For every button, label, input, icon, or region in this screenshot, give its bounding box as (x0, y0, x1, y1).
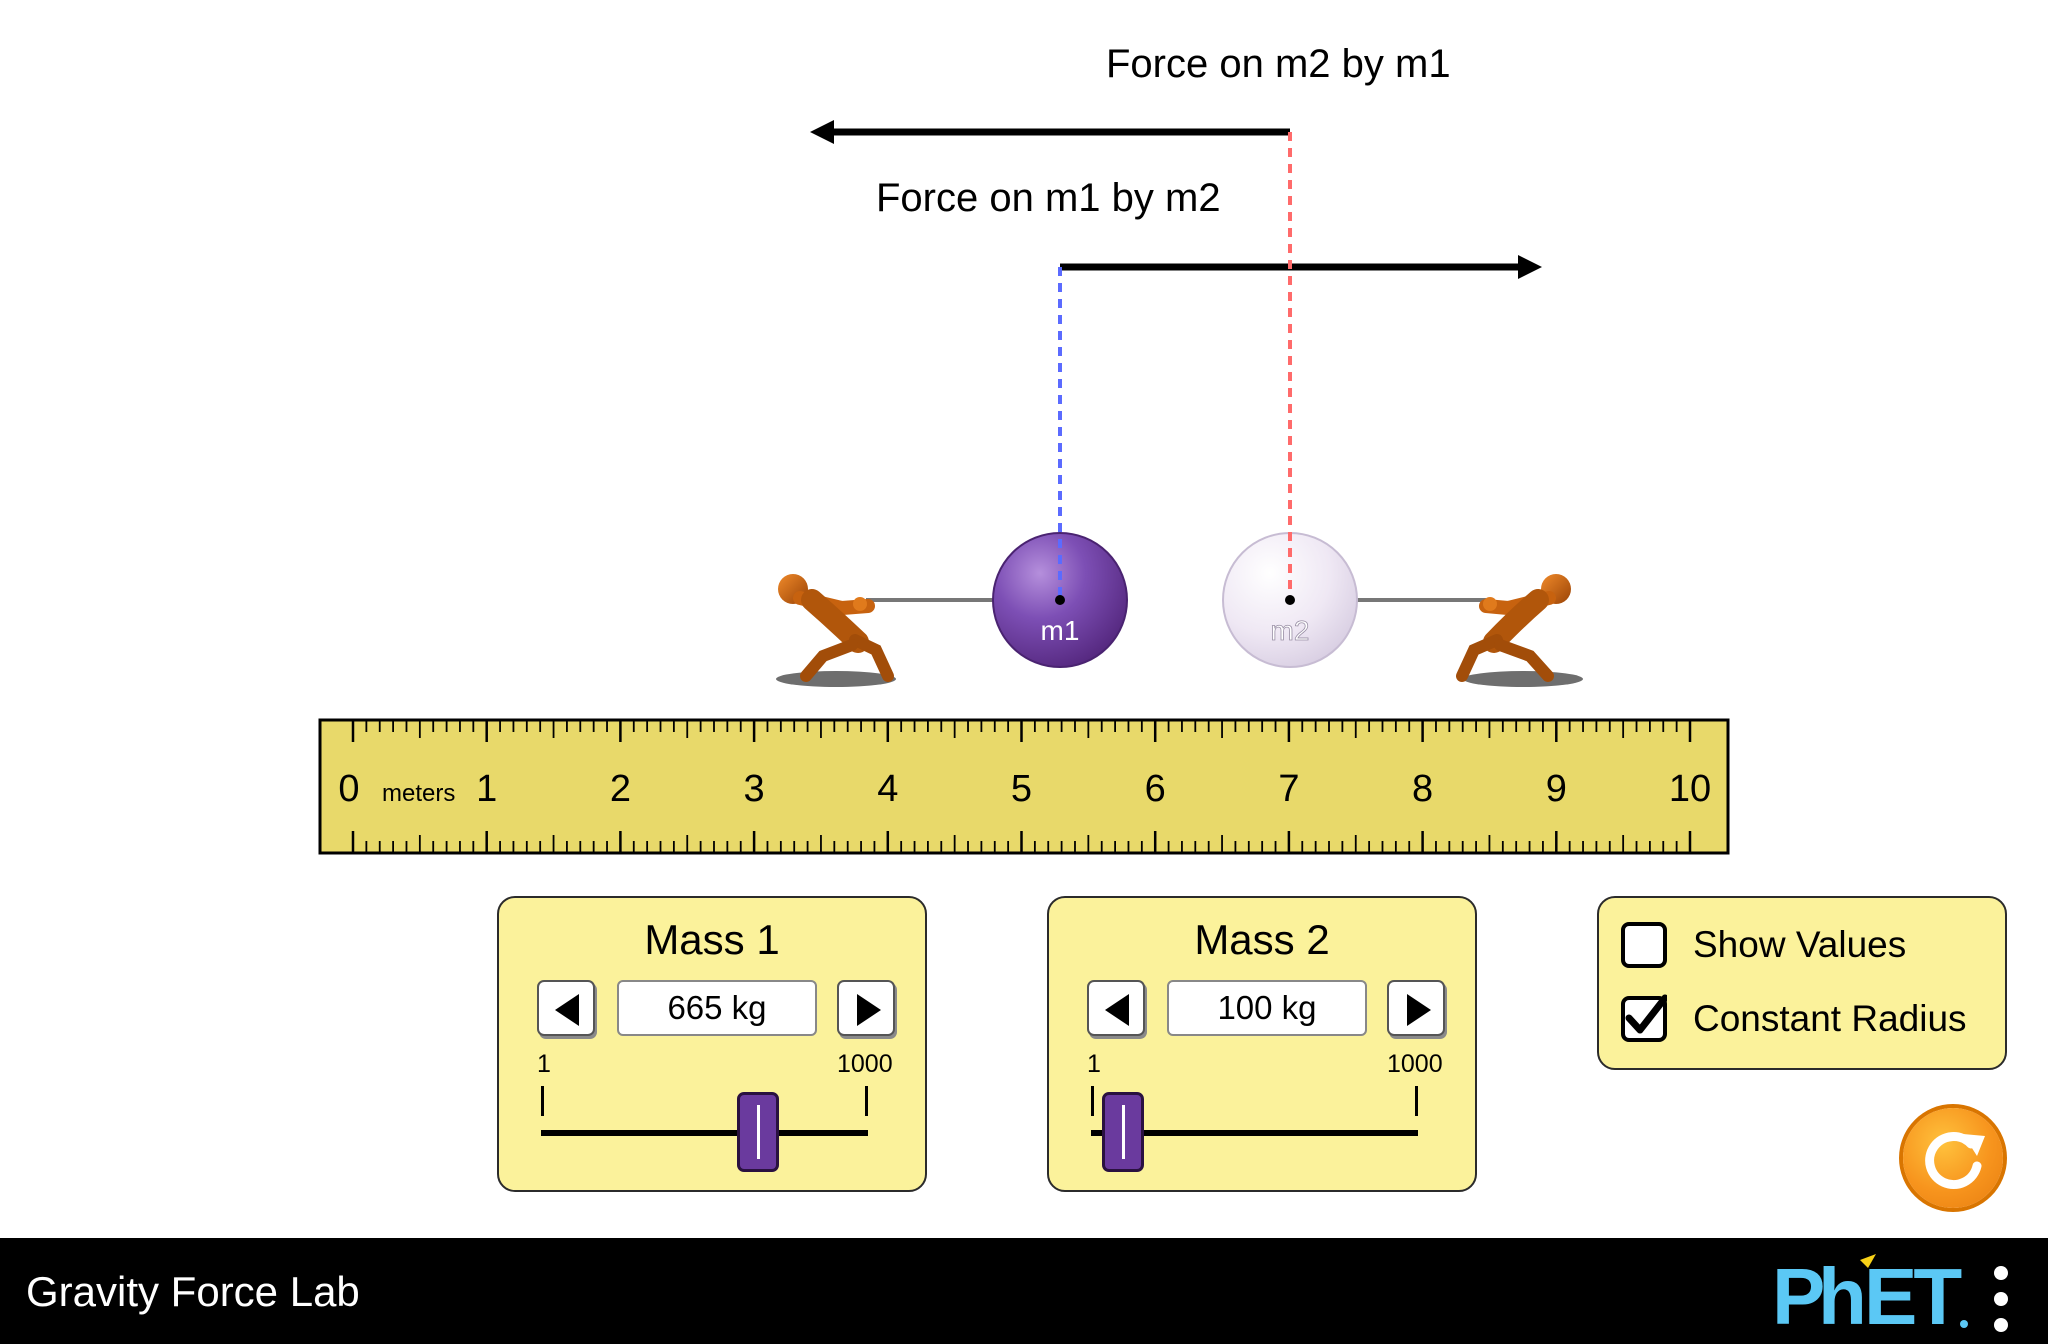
m2-label: m2 (1271, 615, 1310, 646)
m2-center-dot (1285, 595, 1295, 605)
svg-text:h: h (1818, 1254, 1867, 1334)
left-arrow-icon (555, 994, 579, 1026)
mass2-slider-track[interactable] (1091, 1130, 1418, 1136)
mass2-increase-button[interactable] (1387, 980, 1445, 1036)
force-arrow-on-m1 (1060, 255, 1542, 279)
mass1-slider-thumb[interactable] (737, 1092, 780, 1172)
ruler-tick-label: 7 (1278, 768, 1299, 810)
ruler-tick-label: 5 (1011, 768, 1032, 810)
reset-all-button[interactable] (1903, 1108, 2003, 1208)
menu-icon[interactable] (1990, 1266, 2014, 1332)
force-label-on-m2: Force on m2 by m1 (1106, 42, 1451, 86)
play-area: m1 m2 0 1 2 3 4 5 6 7 8 9 10 meters (318, 120, 1730, 855)
right-arrow-icon (1407, 994, 1431, 1026)
mass2-value-display: 100 kg (1167, 980, 1367, 1036)
phet-logo[interactable]: P h ET (1772, 1254, 1972, 1334)
ruler-tick-label: 10 (1669, 768, 1711, 810)
mass1-slider-track[interactable] (541, 1130, 868, 1136)
reset-icon (1925, 1132, 1985, 1190)
mass2-min-label: 1 (1087, 1050, 1101, 1078)
mass2-max-label: 1000 (1387, 1050, 1443, 1078)
svg-text:ET: ET (1864, 1254, 1962, 1334)
mass1-decrease-button[interactable] (537, 980, 595, 1036)
ruler-tick-label: 9 (1546, 768, 1567, 810)
right-arrow-icon (857, 994, 881, 1026)
ruler[interactable]: 0 1 2 3 4 5 6 7 8 9 10 meters (318, 718, 1730, 855)
constant-radius-checkbox[interactable] (1621, 994, 1667, 1042)
mass2-min-tick (1091, 1086, 1094, 1116)
show-values-checkbox[interactable] (1621, 922, 1667, 968)
mass2-max-tick (1415, 1086, 1418, 1116)
ruler-tick-label: 2 (610, 768, 631, 810)
ruler-tick-label: 4 (877, 768, 898, 810)
svg-text:P: P (1772, 1254, 1823, 1334)
right-puller (1456, 574, 1583, 687)
m1-label: m1 (1041, 615, 1080, 646)
mass2-title: Mass 2 (1194, 916, 1330, 963)
show-values-label[interactable]: Show Values (1693, 924, 1907, 965)
ruler-tick-label: 6 (1145, 768, 1166, 810)
ruler-tick-label: 3 (744, 768, 765, 810)
ruler-tick-label: 8 (1412, 768, 1433, 810)
ruler-tick-label: 1 (476, 768, 497, 810)
ruler-tick-label: 0 (338, 768, 359, 810)
force-label-on-m1: Force on m1 by m2 (876, 176, 1221, 220)
show-values-option[interactable]: Show Values (1621, 918, 1981, 972)
checkmark-icon (1625, 994, 1667, 1034)
mass2-decrease-button[interactable] (1087, 980, 1145, 1036)
mass1-max-label: 1000 (837, 1050, 893, 1078)
mass1-value-display: 665 kg (617, 980, 817, 1036)
left-arrow-icon (1105, 994, 1129, 1026)
mass1-max-tick (865, 1086, 868, 1116)
mass1-increase-button[interactable] (837, 980, 895, 1036)
ruler-units-label: meters (382, 780, 455, 807)
mass1-min-label: 1 (537, 1050, 551, 1078)
mass2-control-panel: Mass 2 100 kg 1 1000 (1047, 896, 1477, 1192)
mass1-min-tick (541, 1086, 544, 1116)
navigation-bar: Gravity Force Lab (0, 1238, 2048, 1344)
left-puller (776, 574, 896, 687)
sim-title: Gravity Force Lab (26, 1268, 360, 1315)
mass1-title: Mass 1 (644, 916, 780, 963)
mass1-control-panel: Mass 1 665 kg 1 1000 (497, 896, 927, 1192)
mass2-slider-thumb[interactable] (1102, 1092, 1145, 1172)
constant-radius-option[interactable]: Constant Radius (1621, 992, 1991, 1046)
force-arrow-on-m2 (810, 120, 1290, 144)
constant-radius-label[interactable]: Constant Radius (1693, 998, 1967, 1039)
options-panel: Show Values Constant Radius (1597, 896, 2007, 1070)
m1-center-dot (1055, 595, 1065, 605)
